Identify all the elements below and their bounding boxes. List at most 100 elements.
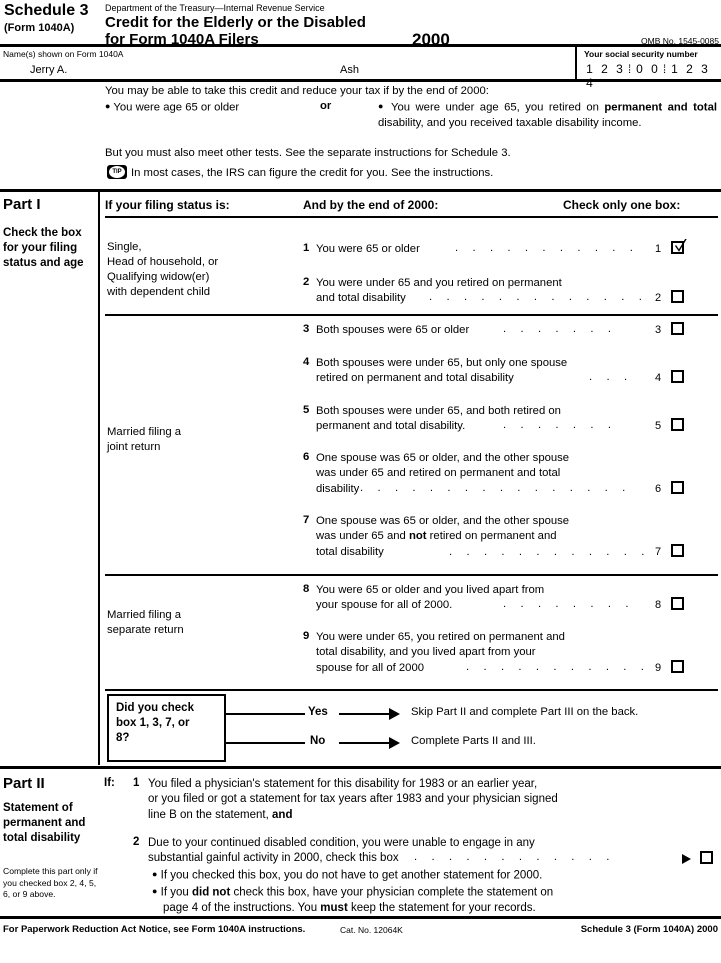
ssn-digit: 2 (601, 62, 608, 76)
row-line: You were 65 or older and you lived apart… (316, 584, 545, 596)
bullet-dot-icon: ● (105, 101, 111, 112)
yes-line-left (226, 713, 305, 715)
intro-bullet-right: ● You were under age 65, you retired on … (378, 99, 717, 131)
status-line: with dependent child (107, 286, 211, 298)
row-line: total disability (316, 545, 384, 558)
no-label: No (310, 735, 326, 747)
box-number-8: 8 (655, 599, 662, 611)
part2-checkbox[interactable] (700, 851, 713, 864)
row-line: One spouse was 65 or older, and the othe… (316, 452, 570, 464)
part1-header-rule (105, 216, 718, 218)
ssn-digit: 1 (671, 62, 678, 76)
intro-bullet-left: ● You were age 65 or older (105, 99, 320, 131)
box-number-9: 9 (655, 662, 662, 674)
item-line: substantial gainful activity in 2000, ch… (148, 852, 399, 865)
part2-item-2-number: 2 (133, 836, 140, 848)
part2-sub-bullet-1: ● If you checked this box, you do not ha… (152, 867, 714, 884)
row-number-5: 5 (303, 404, 310, 416)
box-number-7: 7 (655, 546, 662, 558)
row-text-3: Both spouses were 65 or older (316, 324, 470, 336)
group1-divider (105, 314, 718, 316)
leader-dots: . . . . . . . . . . . (455, 242, 639, 254)
column-header-check-box: Check only one box: (563, 198, 681, 212)
bullet-dot-icon: ● (378, 101, 386, 112)
ssn-digit: 3 (616, 62, 623, 76)
taxpayer-last-name[interactable]: Ash (340, 64, 359, 76)
checkbox-5[interactable] (671, 418, 684, 431)
ssn-digit: 4 (586, 76, 593, 90)
no-line-left (226, 742, 305, 744)
item-emphasis-and: and (272, 808, 293, 821)
row-text-7: One spouse was 65 or older, and the othe… (316, 514, 626, 560)
tax-year: 2000 (412, 30, 450, 49)
tip-icon (107, 165, 127, 179)
intro-tip-row: In most cases, the IRS can figure the cr… (107, 165, 719, 179)
part2-item-1-number: 1 (133, 777, 140, 789)
row-number-2: 2 (303, 276, 310, 288)
checkbox-9[interactable] (671, 660, 684, 673)
row-text-8: You were 65 or older and you lived apart… (316, 583, 616, 614)
schedule-title: Schedule 3 (4, 2, 89, 19)
row-text-5: Both spouses were under 65, and both ret… (316, 404, 626, 435)
checkbox-1[interactable] (671, 239, 687, 254)
box-number-1: 1 (655, 243, 662, 255)
intro-or-word: or (320, 100, 332, 113)
no-arrow-icon (389, 737, 400, 749)
ssn-digit: 0 (651, 62, 658, 76)
leader-dots: . . . . . . . . . . . . . (429, 291, 648, 303)
checkbox-4[interactable] (671, 370, 684, 383)
part2-item-2-text: Due to your continued disabled condition… (148, 836, 714, 867)
status-line: Married filing a (107, 426, 182, 438)
checkbox-2[interactable] (671, 290, 684, 303)
department-line: Department of the Treasury—Internal Reve… (105, 3, 325, 13)
checkmark-icon (674, 239, 687, 252)
status-line: Single, (107, 241, 142, 253)
status-line: separate return (107, 624, 184, 636)
leader-dots: . . . . . . . . . . . (466, 661, 650, 673)
intro-bullet-left-text: You were age 65 or older (113, 101, 240, 114)
item-line: Due to your continued disabled condition… (148, 837, 535, 849)
row-line: You were under 65 and you retired on per… (316, 277, 562, 289)
checkbox-8[interactable] (671, 597, 684, 610)
leader-dots: . . . . . . . . (503, 598, 635, 610)
filing-status-married-separate: Married filing a separate return (107, 608, 297, 638)
status-line: Married filing a (107, 609, 182, 621)
row-number-8: 8 (303, 583, 310, 595)
part1-description: Check the box for your filing status and… (3, 227, 84, 269)
intro-bullet-right-bold: permanent and total (604, 101, 717, 114)
box-number-6: 6 (655, 483, 662, 495)
name-field-label: Name(s) shown on Form 1040A (3, 49, 124, 59)
row-line: was under 65 and not retired on permanen… (316, 530, 557, 543)
decision-question-box: Did you check box 1, 3, 7, or 8? (107, 694, 226, 762)
checkbox-7[interactable] (671, 544, 684, 557)
paperwork-notice: For Paperwork Reduction Act Notice, see … (3, 924, 306, 935)
row-text-4: Both spouses were under 65, but only one… (316, 356, 616, 387)
row-number-7: 7 (303, 514, 310, 526)
row-line: You were under 65, you retired on perman… (316, 631, 565, 643)
box-number-3: 3 (655, 324, 662, 336)
ssn-digit: 1 (586, 62, 593, 76)
part2-note: Complete this part only if you checked b… (3, 866, 98, 899)
intro-tip-text: In most cases, the IRS can figure the cr… (131, 167, 494, 179)
row-text-2: You were under 65 and you retired on per… (316, 276, 606, 307)
decision-line: Did you check (116, 702, 194, 714)
part1-column-divider (98, 192, 100, 765)
checkbox-6[interactable] (671, 481, 684, 494)
sub-bullet-line: page 4 of the instructions. You must kee… (163, 901, 536, 914)
footer-form-id: Schedule 3 (Form 1040A) 2000 (580, 924, 718, 935)
ssn-column-divider (575, 46, 577, 80)
row-number-4: 4 (303, 356, 310, 368)
decision-line: box 1, 3, 7, or (116, 717, 190, 729)
part1-top-divider (0, 189, 721, 192)
yes-label: Yes (308, 706, 328, 718)
intro-bullet-right-post: disability, and you received taxable dis… (378, 117, 642, 130)
checkbox-3[interactable] (671, 322, 684, 335)
intro-lead: You may be able to take this credit and … (105, 85, 489, 97)
schedule-subtitle: (Form 1040A) (4, 22, 75, 34)
taxpayer-first-name[interactable]: Jerry A. (30, 64, 68, 76)
bullet-dot-icon: ● (152, 869, 158, 879)
row-line: total disability, and you lived apart fr… (316, 646, 536, 659)
leader-dots: . . . . . . . (503, 419, 617, 431)
filing-status-married-joint: Married filing a joint return (107, 425, 297, 455)
